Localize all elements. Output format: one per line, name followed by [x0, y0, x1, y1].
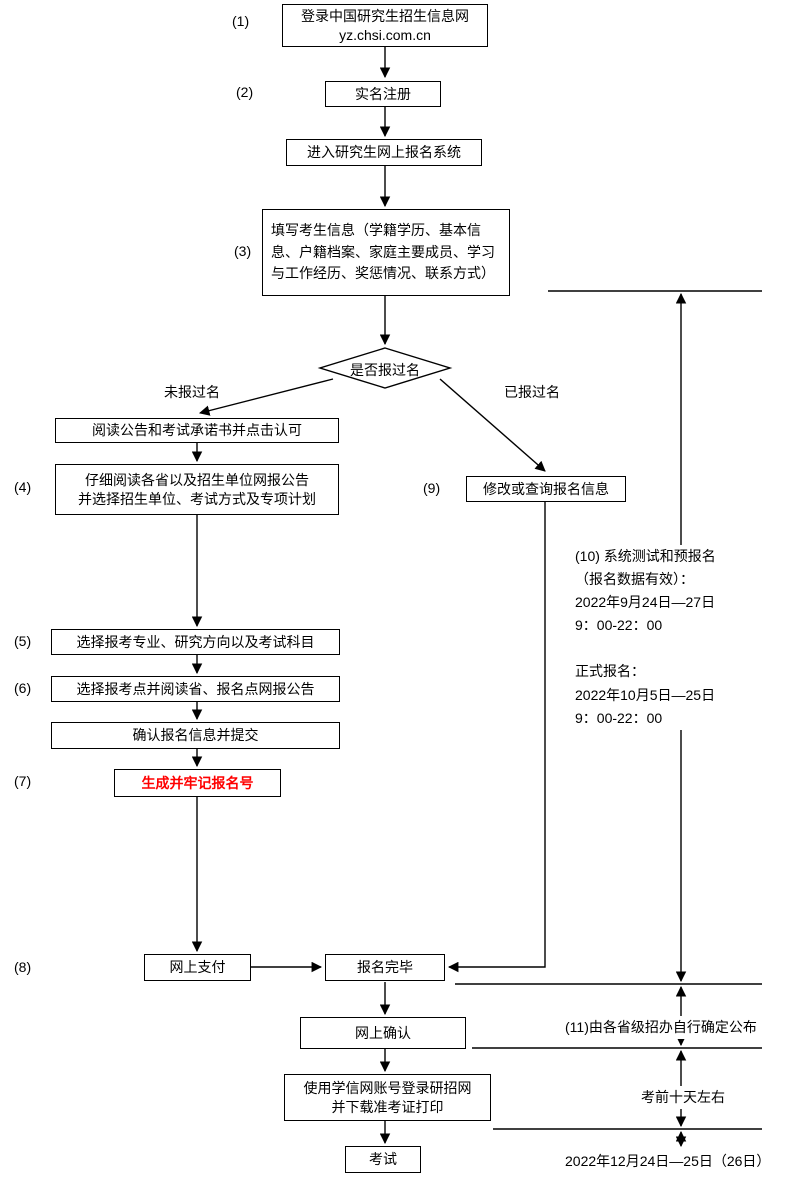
step-number-1: (1) [232, 13, 250, 29]
branch-label-registered: 已报过名 [502, 382, 562, 402]
node-confirm-submit: 确认报名信息并提交 [51, 722, 340, 749]
decision-registered-before: 是否报过名 [350, 362, 420, 378]
annotation-exam-date: 2022年12月24日—25日（26日） [562, 1150, 774, 1174]
node-generate-number: 生成并牢记报名号 [114, 769, 281, 797]
step-number-8: (8) [14, 959, 32, 975]
step-number-5: (5) [14, 633, 32, 649]
node-registration-done: 报名完毕 [325, 954, 445, 981]
node-fill-candidate-info: 填写考生信息（学籍学历、基本信息、户籍档案、家庭主要成员、学习与工作经历、奖惩情… [262, 209, 510, 296]
step-number-7: (7) [14, 773, 32, 789]
step-number-9: (9) [423, 480, 441, 496]
node-choose-exam-site: 选择报考点并阅读省、报名点网报公告 [51, 676, 340, 702]
node-read-bulletins: 仔细阅读各省以及招生单位网报公告 并选择招生单位、考试方式及专项计划 [55, 464, 339, 515]
node-real-name-register: 实名注册 [325, 81, 441, 107]
step-number-6: (6) [14, 680, 32, 696]
node-download-ticket: 使用学信网账号登录研招网 并下载准考证打印 [284, 1074, 491, 1121]
node-exam: 考试 [345, 1146, 421, 1173]
node-enter-system: 进入研究生网上报名系统 [286, 139, 482, 166]
node-login-site: 登录中国研究生招生信息网 yz.chsi.com.cn [282, 4, 488, 47]
node-read-notice: 阅读公告和考试承诺书并点击认可 [55, 418, 339, 443]
step-number-3: (3) [234, 243, 252, 259]
annotation-test-and-official-registration: (10) 系统测试和预报名 （报名数据有效）： 2022年9月24日—27日 9… [572, 545, 780, 730]
node-online-confirm: 网上确认 [300, 1017, 466, 1049]
step-number-4: (4) [14, 479, 32, 495]
node-pay-online: 网上支付 [144, 954, 251, 981]
branch-label-not-registered: 未报过名 [162, 382, 222, 402]
annotation-ten-days-before-exam: 考前十天左右 [638, 1086, 728, 1110]
step-number-2: (2) [236, 84, 254, 100]
node-choose-major: 选择报考专业、研究方向以及考试科目 [51, 629, 340, 655]
annotation-provincial-confirm-time: (11)由各省级招办自行确定公布 [562, 1016, 760, 1040]
node-modify-query-info: 修改或查询报名信息 [466, 476, 626, 502]
